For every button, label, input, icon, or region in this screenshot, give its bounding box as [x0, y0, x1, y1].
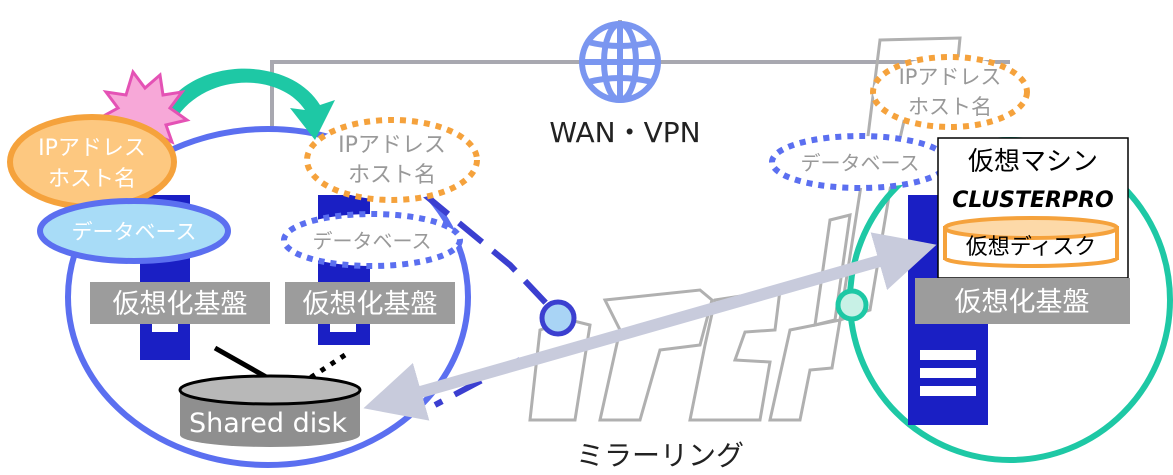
vm-label: 仮想マシン: [968, 147, 1098, 177]
virtual-disk-icon: [943, 216, 1119, 268]
virtual-disk-label: 仮想ディスク: [966, 235, 1096, 260]
active-ip-label: IPアドレス: [38, 136, 146, 161]
remote-host-label: ホスト名: [908, 95, 992, 119]
active-ip-bubble: [7, 114, 177, 210]
platform-a-label: 仮想化基盤: [113, 289, 248, 320]
standby-ip-label: IPアドレス: [338, 133, 446, 158]
remote-ip-bubble: [870, 54, 1030, 130]
standby-db-label: データベース: [313, 229, 432, 253]
mirroring-arrow: [363, 232, 937, 421]
shared-disk-icon: [178, 374, 362, 447]
remote-ip-label: IPアドレス: [899, 65, 1002, 89]
remote-db-label: データベース: [801, 151, 920, 175]
mirroring-label: ミラーリング: [576, 439, 744, 472]
remote-platform-bar: [915, 278, 1130, 324]
active-db-label: データベース: [72, 220, 197, 244]
product-logo: CLUSTERPRO: [952, 188, 1113, 213]
shared-disk-label: Shared disk: [189, 408, 347, 439]
standby-host-label: ホスト名: [348, 163, 436, 188]
active-host-label: ホスト名: [48, 167, 136, 192]
active-db-bubble: [37, 198, 231, 264]
failover-curve-arrow: [160, 68, 335, 140]
network-label: WAN・VPN: [549, 116, 700, 149]
remote-platform-label: 仮想化基盤: [955, 287, 1090, 318]
platform-b-bar: [285, 282, 455, 324]
disk-link-a: [213, 345, 270, 381]
disk-link-b: [308, 352, 347, 381]
platform-a-bar: [90, 282, 270, 324]
standby-db-bubble: [281, 211, 463, 269]
remote-node: [835, 288, 869, 322]
platform-b-label: 仮想化基盤: [303, 289, 438, 320]
globe-icon: [579, 21, 661, 103]
primary-node: [539, 299, 577, 337]
standby-ip-bubble: [304, 117, 480, 203]
